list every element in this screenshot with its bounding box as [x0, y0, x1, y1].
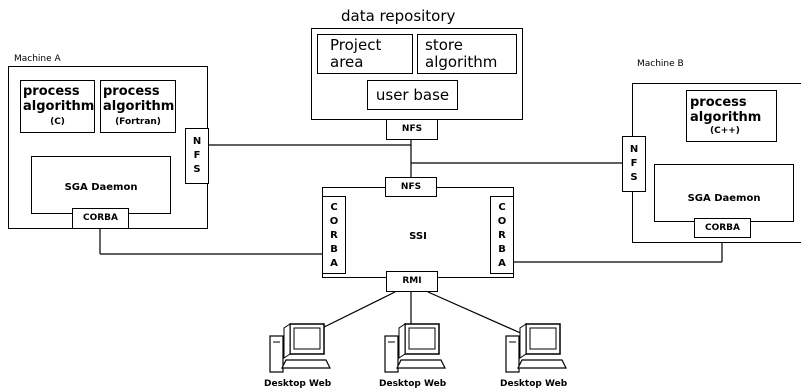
proc-c-lang: (C) [50, 117, 65, 127]
desktop-2-label: Desktop Web [379, 379, 447, 389]
machine-b-nfs-label: N F S [629, 144, 639, 183]
machine-a-daemon-box: SGA Daemon [31, 156, 171, 214]
user-base-label: user base [375, 86, 450, 104]
proc-c-label-2: algorithm [23, 99, 95, 114]
machine-a-corba-box: CORBA [72, 208, 129, 229]
desktop-1-label: Desktop Web [264, 379, 332, 389]
ssi-label: SSI [409, 231, 427, 242]
machine-b-daemon-label: SGA Daemon [687, 193, 761, 204]
computer-icon [505, 323, 567, 373]
proc-cpp-label-2: algorithm [690, 110, 762, 125]
proc-f-label-1: process [103, 84, 160, 99]
machine-a-nfs-box: N F S [185, 128, 209, 184]
ssi-corba-left-box: C O R B A [322, 196, 346, 274]
machine-a-nfs-label: N F S [192, 136, 202, 175]
machine-b-corba-label: CORBA [704, 223, 740, 233]
repository-nfs-label: NFS [401, 124, 423, 134]
desktop-computer-3 [500, 320, 580, 380]
proc-cpp-box: process algorithm (C++) [686, 90, 777, 142]
machine-b-nfs-box: N F S [622, 136, 646, 192]
proc-c-label-1: process [23, 84, 80, 99]
ssi-corba-left-label: C O R B A [329, 202, 339, 269]
user-base-box: user base [367, 80, 458, 110]
project-area-box: Project area [317, 34, 413, 74]
ssi-corba-right-box: C O R B A [490, 196, 514, 274]
machine-a-title: Machine A [14, 54, 61, 64]
machine-b-corba-box: CORBA [694, 218, 751, 238]
repository-nfs-box: NFS [386, 119, 438, 140]
computer-icon [384, 323, 446, 373]
store-label-1: store [425, 36, 463, 54]
store-label-2: algorithm [425, 53, 498, 71]
ssi-rmi-box: RMI [386, 271, 438, 292]
ssi-nfs-box: NFS [385, 177, 437, 197]
store-algorithm-box: store algorithm [417, 34, 517, 74]
desktop-3-label: Desktop Web [500, 379, 568, 389]
rmi-to-desktop-3 [427, 291, 526, 336]
proc-f-label-2: algorithm [103, 99, 175, 114]
proc-f-lang: (Fortran) [115, 117, 161, 127]
proc-cpp-label-1: process [690, 95, 747, 110]
project-area-label-1: Project [330, 36, 382, 54]
ssi-corba-right-label: C O R B A [497, 202, 507, 269]
computer-icon [269, 323, 331, 373]
ssi-nfs-label: NFS [400, 182, 422, 192]
proc-cpp-lang: (C++) [710, 126, 740, 136]
proc-c-box: process algorithm (C) [20, 80, 95, 133]
machine-a-daemon-label: SGA Daemon [64, 182, 138, 193]
desktop-computer-2 [379, 320, 459, 380]
ssi-box: SSI [322, 187, 514, 278]
machine-a-corba-label: CORBA [82, 213, 118, 223]
repository-title: data repository [341, 7, 456, 25]
desktop-computer-1 [264, 320, 344, 380]
machine-b-title: Machine B [637, 59, 684, 69]
ssi-rmi-label: RMI [402, 276, 422, 286]
proc-fortran-box: process algorithm (Fortran) [100, 80, 176, 133]
project-area-label-2: area [330, 53, 364, 71]
machine-b-daemon-box: SGA Daemon [654, 164, 794, 222]
